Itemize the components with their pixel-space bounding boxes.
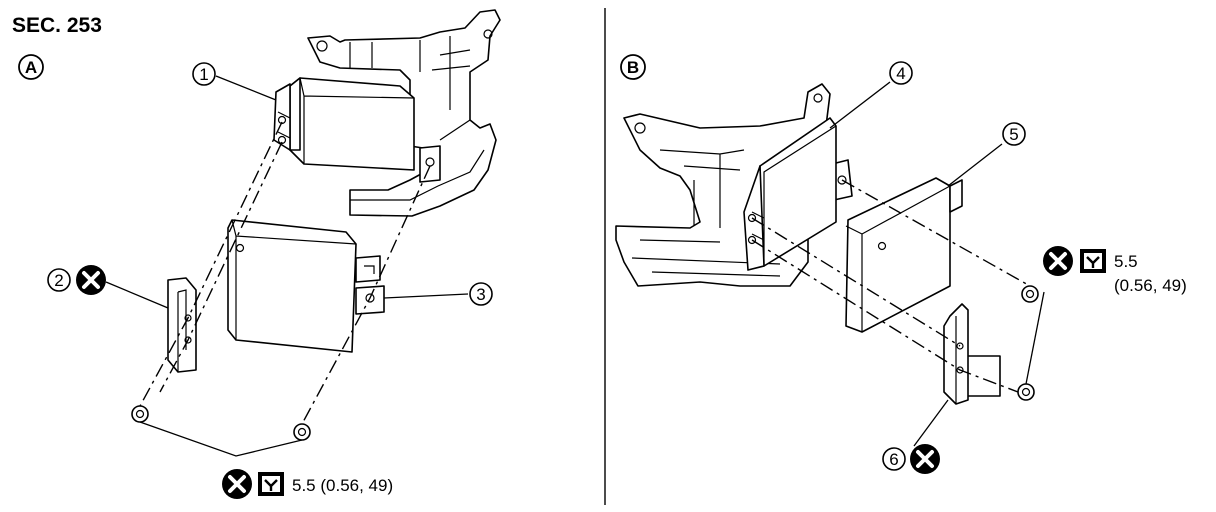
vehicle-bracket-a	[307, 9, 501, 217]
torque-spec-b: 5.5 (0.56, 49)	[1043, 246, 1187, 295]
clip-part-6	[943, 303, 969, 405]
callout-5: 5	[1002, 122, 1026, 146]
callout-4: 4	[889, 61, 913, 85]
circle-x-icon	[910, 444, 940, 474]
leaders-b	[829, 81, 1045, 447]
svg-text:3: 3	[476, 285, 485, 304]
nut-b-top	[1021, 285, 1039, 303]
svg-text:4: 4	[896, 64, 905, 83]
svg-text:6: 6	[889, 450, 898, 469]
section-title: SEC. 253	[12, 14, 102, 37]
torque-value-b-line1: 5.5	[1114, 252, 1138, 271]
stud-bolts-a	[277, 111, 291, 139]
view-b-label: B	[620, 54, 646, 80]
svg-text:5: 5	[1009, 125, 1018, 144]
torque-spec-a: 5.5 (0.56, 49)	[222, 469, 393, 499]
svg-text:2: 2	[54, 271, 63, 290]
assembly-lines-b	[751, 179, 1031, 393]
view-a: A	[18, 9, 501, 499]
circle-x-icon	[1043, 246, 1073, 276]
clip-part-2	[167, 277, 197, 373]
torque-wrench-icon	[258, 472, 284, 496]
callout-2: 2	[47, 268, 71, 292]
view-b: B	[615, 54, 1187, 474]
bolt-hole-b2	[747, 235, 757, 245]
circle-x-icon	[76, 265, 106, 295]
unit-part-1	[273, 77, 441, 183]
view-b-letter: B	[627, 58, 639, 77]
assembly-lines-a	[139, 121, 431, 425]
nut-b-bottom	[1017, 383, 1035, 401]
leaders-a	[105, 75, 469, 457]
nut-a-right	[293, 423, 311, 441]
torque-value-b-line2: (0.56, 49)	[1114, 276, 1187, 295]
svg-text:1: 1	[199, 65, 208, 84]
callout-3: 3	[469, 282, 493, 306]
bolt-hole-b1	[747, 213, 757, 223]
view-a-label: A	[18, 54, 44, 80]
view-a-letter: A	[25, 58, 37, 77]
circle-x-icon	[222, 469, 252, 499]
nut-a-left	[131, 405, 149, 423]
unit-part-5	[845, 177, 1001, 397]
callout-1: 1	[192, 62, 216, 86]
torque-value-a: 5.5 (0.56, 49)	[292, 476, 393, 495]
callout-6: 6	[882, 447, 906, 471]
torque-wrench-icon	[1080, 249, 1106, 273]
unit-part-3	[227, 219, 385, 353]
